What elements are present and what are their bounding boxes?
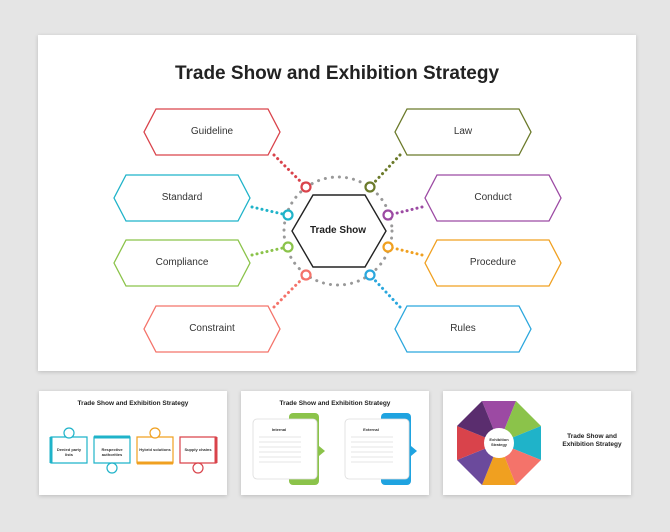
thumbnail-slide-3[interactable]: Exhibition Strategy Trade Show and Exhib… [443,391,631,495]
compliance-box [113,239,251,287]
compliance-node [282,241,294,253]
rules-connector [368,273,402,309]
dotted-ring [282,175,394,287]
thumbnail-slide-2[interactable]: Trade Show and Exhibition Strategy Inter… [241,391,429,495]
constraint-connector [272,273,308,309]
thumb1-step-3: Hybrid solutions [139,447,171,452]
standard-label: Standard [161,192,203,203]
main-slide[interactable]: Trade Show and Exhibition Strategy [38,35,636,371]
thumb1-title: Trade Show and Exhibition Strategy [77,400,189,407]
standard-box [113,174,251,222]
thumb1-diagram [49,427,218,474]
law-connector [368,153,402,189]
conduct-label: Conduct [474,192,512,203]
procedure-box [424,239,562,287]
constraint-label: Constraint [189,323,235,334]
thumb3-center-label: Exhibition Strategy [489,437,509,447]
procedure-connector [387,245,424,257]
law-box [394,108,532,156]
rules-node [364,269,376,281]
thumb3-diagram [457,401,541,485]
law-label: Law [453,126,473,137]
guideline-label: Guideline [190,126,234,137]
thumb3-title: Trade Show and Exhibition Strategy [562,433,622,448]
center-label: Trade Show [309,225,367,236]
main-diagram [113,108,562,353]
thumb1-step-1: Denied party lists [56,447,82,457]
conduct-connector [387,205,424,217]
standard-node [282,209,294,221]
rules-label: Rules [450,323,476,334]
guideline-box [143,108,281,156]
law-node [364,181,376,193]
thumb2-diagram [252,413,417,485]
thumb2-external-heading: External [363,427,379,432]
thumb2-internal-heading: Internal [271,427,287,432]
conduct-node [382,209,394,221]
thumbnail-slide-1[interactable]: Trade Show and Exhibition Strategy Denie… [39,391,227,495]
rules-box [394,305,532,353]
procedure-label: Procedure [469,257,517,268]
compliance-label: Compliance [155,257,209,268]
thumb1-step-2: Respective authorities [101,447,123,457]
conduct-box [424,174,562,222]
center-hexagon [291,194,387,268]
guideline-connector [272,153,308,189]
constraint-box [143,305,281,353]
standard-connector [250,205,289,217]
compliance-connector [250,245,289,257]
constraint-node [300,269,312,281]
procedure-node [382,241,394,253]
thumb2-title: Trade Show and Exhibition Strategy [279,400,391,407]
guideline-node [300,181,312,193]
thumb1-step-4: Supply chains [184,447,212,452]
main-title: Trade Show and Exhibition Strategy [174,63,500,84]
